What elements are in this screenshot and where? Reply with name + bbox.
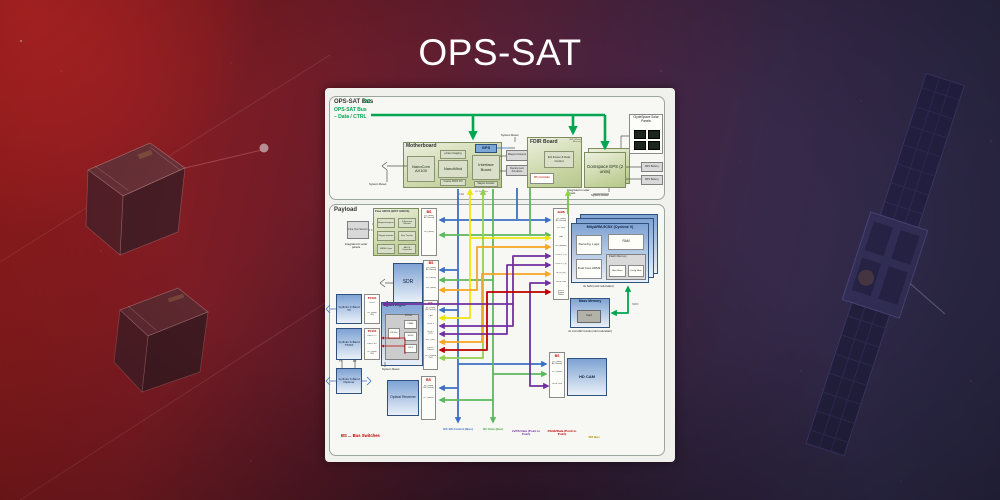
ops-sat-architecture-diagram: OPS-SAT Bus I2C OPS-SAT Bus – Data / CTR… [325,88,675,462]
nanomind-block: NanoMind [438,160,468,178]
sband-pc104: PC104 RS422 TX RS422 RX I2C (Slave Ctrl) [364,328,380,360]
adcs-reaction-wheels: 3 Reaction Wheels [398,218,416,228]
sdr-block: SDR [393,263,423,303]
solar-cell [634,130,646,139]
gps-block: GPS [475,144,497,153]
ccsds-fram: FRAM [404,320,417,329]
ucam-block: µCam Imaging [440,150,466,159]
xband-pc104: PC104 LVDS I2C (Slave Ctrl) [364,294,380,324]
fdir-title: FDIR Board [530,139,558,145]
bus-group-label: OPS-SAT Bus [334,99,374,105]
xband-tx-block: Syrlinks X-Band TX [336,294,362,324]
adcs-mems-gyro: MEMS Gyro [377,244,395,254]
can-bus-label: CAN [459,193,465,196]
config-mem-block: Config Mem. [628,265,644,277]
page-title: OPS-SAT [418,32,582,73]
system-reset-label-left: System Reset [369,182,387,186]
diplexer-block: Syrlinks S-Band Diplexer [336,368,362,394]
legend-i2c-bs: I2C BS Control (Bus) [443,427,473,431]
legend-lvds: LVDS Data (Point to Point) [511,429,541,437]
dual-core-arm9-block: Dual Core ARM9 [576,259,602,279]
adcs-controller: iADCS Controller [398,244,416,254]
mass-memory-title: Mass Memory [578,299,602,303]
sband-txrx-block: Syrlinks S-Band TX/RX [336,328,362,360]
adcs-magnetometer: Magne-tometer [377,231,395,241]
battery-block-2: BP4 Battery [641,175,663,185]
magnet-activator-block: Magnet Activator [474,181,498,187]
ccsds-hssd: HSSD [404,332,417,341]
interface-board-block: Interface Board [472,155,500,180]
solar-cell [648,141,660,150]
solar-panels-title: ClydeSpace Solar Panels [633,115,659,123]
solar-cell [634,141,646,150]
microsd-note: 4x microSD Cards (cold redundant) [568,329,612,333]
legend-bus-switches: BS ... Bus Switches [341,433,380,438]
ccsds-rs-mux: RS Mux [388,328,400,339]
eps-block: Gomspace EPS (2 units) [584,152,626,188]
bus-ctrl-label: – Data / CTRL [334,114,367,120]
ccsds-title: CCSDS Engine [383,303,406,307]
adcs-magnetorquers: Magne-torquers [377,218,395,228]
sd-card-icon: Card [577,310,601,323]
mityarm-title: MityARM-5CSX (Cyclone V) [586,225,634,229]
eps-integrated-label: Integrated in solar panels [567,188,590,196]
adcs-star-tracker: Star Tracker [398,231,416,241]
i2c-data-bus-label: I2C Data Bus [475,191,489,193]
solar-cell [648,130,660,139]
reconfig-logic-block: Reconfig. Logic [576,235,602,255]
legend-rs422: RS422Data (Point to Point) [547,429,577,437]
ccsds-bus-switch: BS I2C (Slave BS Control) CAN LVDS 4 LVD… [423,300,438,370]
optical-bus-switch: BS I2C (Slave BS Control) I2C (Slave) [421,376,436,420]
hd-cam-block: HD CAM [567,358,607,396]
legend-spi: SPI Bus [588,435,600,439]
fine-sun-sensor-block: Fine Sun Sensor [347,221,369,239]
bus-name-label: OPS-SAT Bus [334,107,367,113]
bs-controller-block: BS Controller [530,173,554,184]
main-mem-block: Main Mem. [609,265,626,277]
starfield [20,40,22,42]
sdr-bus-switch: BS I2C (Slave BS Control) I2C (Slave) SP… [423,260,439,306]
payload-group-label: Payload [334,207,358,213]
i2c-label: I2C [363,99,371,105]
motherboard-title: Motherboard [406,143,437,149]
system-reset-label-ccsds: System Reset [382,367,400,371]
nanocom-block: NanoCom AX100 [407,156,435,182]
fdir-uhf-label: UHF (Morse Beacon) [569,139,581,144]
rx-label: RX [353,360,357,363]
coarse-adcs-block: Coarse ADCS Ctrl [440,179,466,186]
eo-power-data-block: EO Power & Data Control [544,151,574,168]
magnetorquers-block: Magne-torquers [506,150,528,161]
mityarm-bus-switch: 4xBS I2C (Slave BS Control) I2C Data CAN… [553,208,569,300]
ram-block: RAM [608,234,644,250]
fine-adcs-title: Fine ADCS (BST iADCS) [375,209,410,213]
legend-i2c-data: I2C Data (Bus) [482,427,504,431]
deployment-actuators-block: Deployment Actuators [506,165,528,176]
ccsds-cpld: CPLD [404,344,417,353]
sun-sensor-integrated-label: Integrated in solar panels [344,242,368,250]
sdio-label: SDIO [632,303,639,306]
optical-receiver-block: Optical Receiver [387,380,419,416]
hdcam-bus-switch: BS I2C (Slave BS Control) I2C (Slave) LV… [549,352,565,398]
system-reset-label-gps: System Reset [501,133,519,137]
adcs-bus-switch: BS I2C (Slave BS Control) I2C (Slave) [421,208,437,256]
fpga-label: FPGA [405,314,413,317]
battery-block-1: BP4 Battery [641,162,663,172]
som-redundant-label: 4x SoM (cold redundant) [583,284,614,288]
system-reset-label-eps: System Reset [591,193,609,197]
tx-label: TX [339,360,343,363]
flash-memory-label: Flash Memory [609,254,627,258]
